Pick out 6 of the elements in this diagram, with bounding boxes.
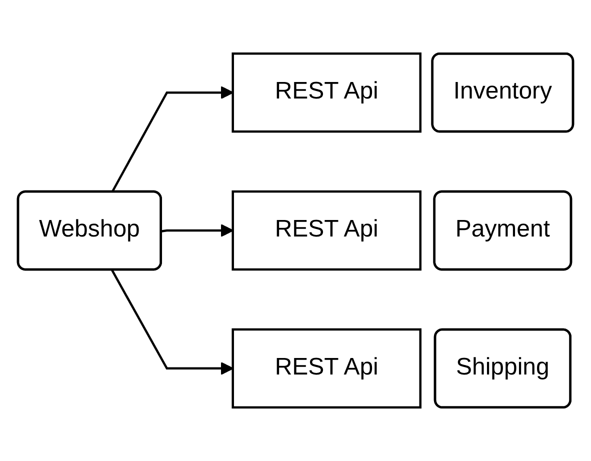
node-box: REST Api xyxy=(232,328,422,409)
arrow xyxy=(161,224,234,238)
arrow xyxy=(111,270,234,376)
node-box: REST Api xyxy=(232,190,422,271)
node-box: REST Api xyxy=(232,52,422,133)
arrow xyxy=(111,86,234,193)
